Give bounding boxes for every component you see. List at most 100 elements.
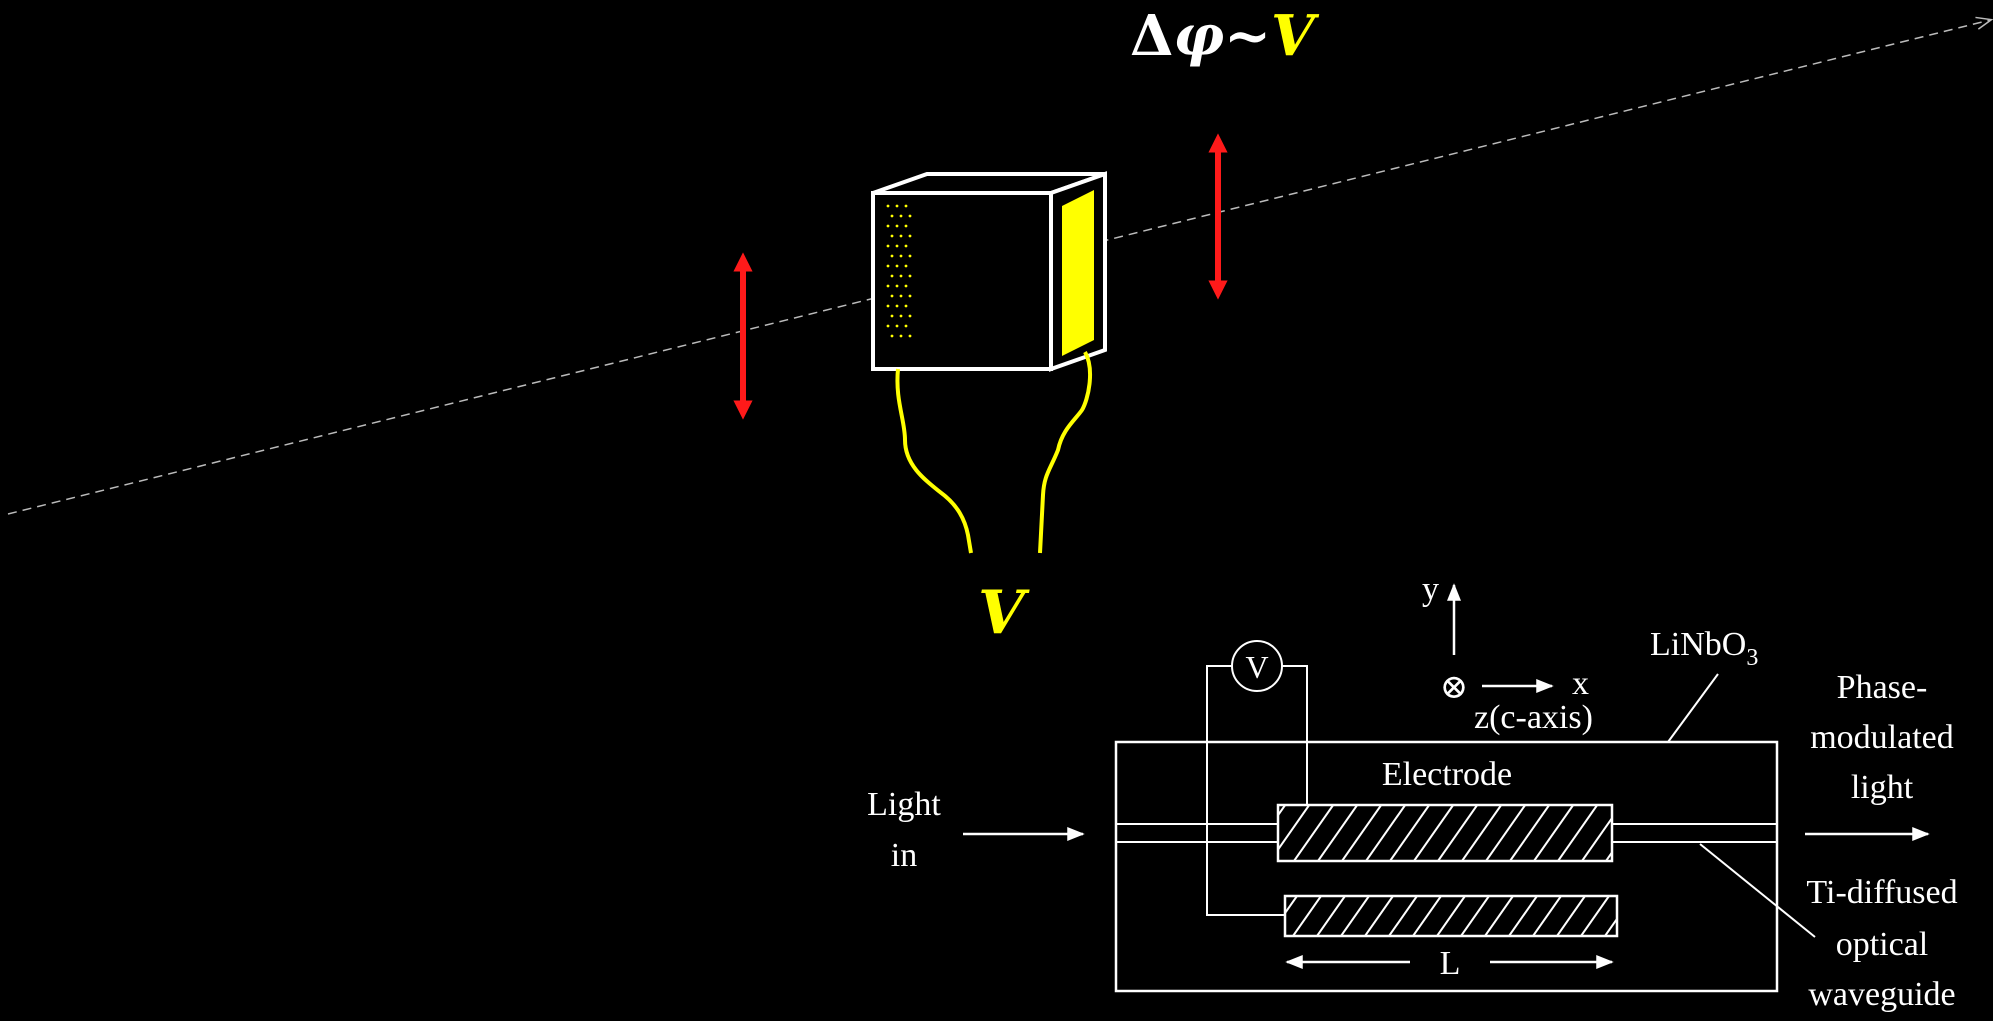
electrode-dot [899, 214, 903, 218]
electrode-dot [904, 264, 908, 268]
hatch-line [1292, 896, 1322, 936]
hatch-line [1222, 805, 1261, 861]
hatch-line [1484, 896, 1514, 936]
voltmeter-lead-left [1206, 665, 1285, 916]
material-label: LiNbO3 [1650, 626, 1758, 671]
hatch-line [1278, 805, 1287, 818]
crystal-voltage-label: V [978, 578, 1030, 648]
hatch-line [1509, 805, 1551, 861]
light-in-label-line1: Light [867, 786, 941, 823]
formula-tilde: ~ [1224, 3, 1271, 69]
hatch-line [1461, 805, 1503, 861]
hatch-line [1508, 896, 1538, 936]
electrode-dot [890, 294, 894, 298]
voltmeter-icon [1231, 640, 1283, 692]
electrode-dot [890, 214, 894, 218]
electrode-dot [908, 334, 912, 338]
light-in-label-line2: in [891, 837, 917, 874]
y-axis-label: y [1422, 571, 1439, 608]
electrode-dot [886, 224, 890, 228]
hatch-line [1293, 805, 1335, 861]
hatch-line [1604, 917, 1617, 936]
electrode-dot [904, 244, 908, 248]
electrode-dot [904, 304, 908, 308]
electrode-dot [908, 214, 912, 218]
formula-phi: φ [1173, 3, 1224, 69]
electrode-dot [895, 284, 899, 288]
electrode-dot [904, 284, 908, 288]
electrode-dot [895, 324, 899, 328]
waveguide-label-line2: optical [1836, 926, 1929, 963]
hatch-line [1532, 896, 1562, 936]
phase-modulator-diagram: V y ⊗ x z(c-axis) LiNbO3 Electrode Light… [867, 571, 1957, 1013]
electrode-dot [886, 244, 890, 248]
electrode-dot [895, 224, 899, 228]
electrode-dot [890, 234, 894, 238]
electrode-dot [908, 254, 912, 258]
length-label: L [1440, 945, 1461, 982]
hatch-line [1556, 896, 1586, 936]
upper-electrode-hatching [1222, 805, 1612, 861]
x-axis-label: x [1572, 665, 1589, 702]
hatch-line [1485, 805, 1527, 861]
formula-voltage: V [1271, 3, 1320, 69]
electrode-dot [890, 254, 894, 258]
electrode-dot [899, 254, 903, 258]
electrode-dot [886, 304, 890, 308]
output-label-line3: light [1851, 769, 1914, 806]
hatch-line [1341, 805, 1383, 861]
voltmeter-symbol: V [1245, 649, 1268, 685]
hatch-line [1413, 805, 1455, 861]
output-label-line1: Phase- [1837, 669, 1928, 706]
hatch-line [1436, 896, 1466, 936]
electrode-dot [890, 334, 894, 338]
hatch-line [1278, 805, 1311, 852]
electrode-dot [899, 234, 903, 238]
hatch-line [1364, 896, 1394, 936]
z-axis-cross-icon: ⊗ [1440, 669, 1469, 706]
electrode-dot [908, 294, 912, 298]
electrode-dot [886, 264, 890, 268]
lower-electrode-hatching [1285, 896, 1617, 936]
z-axis-label: z(c-axis) [1474, 699, 1593, 736]
phase-voltage-formula: Δφ~V [1130, 3, 1320, 69]
crystal-front-face [871, 191, 1053, 371]
voltmeter-lead-right [1282, 665, 1308, 805]
electrode-dot [908, 274, 912, 278]
electrode-dot [895, 264, 899, 268]
hatch-line [1285, 896, 1298, 915]
linbo3-substrate [1114, 740, 1779, 993]
hatch-line [1460, 896, 1490, 936]
hatch-line [1437, 805, 1479, 861]
electrode-dot [908, 314, 912, 318]
crystal-front-electrode-dots [886, 204, 912, 338]
electrode-dot [895, 244, 899, 248]
hatch-line [1365, 805, 1407, 861]
electrode-dot [890, 314, 894, 318]
electrode-dot [890, 274, 894, 278]
hatch-line [1557, 805, 1599, 861]
hatch-line [1389, 805, 1431, 861]
electrode-label: Electrode [1382, 756, 1512, 793]
material-leader-line [1667, 673, 1719, 743]
electrode-dot [886, 324, 890, 328]
hatch-line [1412, 896, 1442, 936]
hatch-line [1533, 805, 1575, 861]
electrode-dot [895, 304, 899, 308]
electrode-dot [904, 204, 908, 208]
electrode-dot [886, 284, 890, 288]
hatch-line [1581, 816, 1612, 861]
crystal-wire-right [1038, 351, 1093, 554]
crystal-wire-left [895, 368, 973, 554]
hatch-line [1316, 896, 1346, 936]
hatch-line [1317, 805, 1359, 861]
electrode-dot [908, 234, 912, 238]
hatch-line [1388, 896, 1418, 936]
electro-optic-crystal [871, 171, 1107, 372]
electrode-dot [895, 204, 899, 208]
electrode-dot [899, 294, 903, 298]
electrode-dot [886, 204, 890, 208]
electrode-dot [899, 334, 903, 338]
electrode-dot [899, 314, 903, 318]
